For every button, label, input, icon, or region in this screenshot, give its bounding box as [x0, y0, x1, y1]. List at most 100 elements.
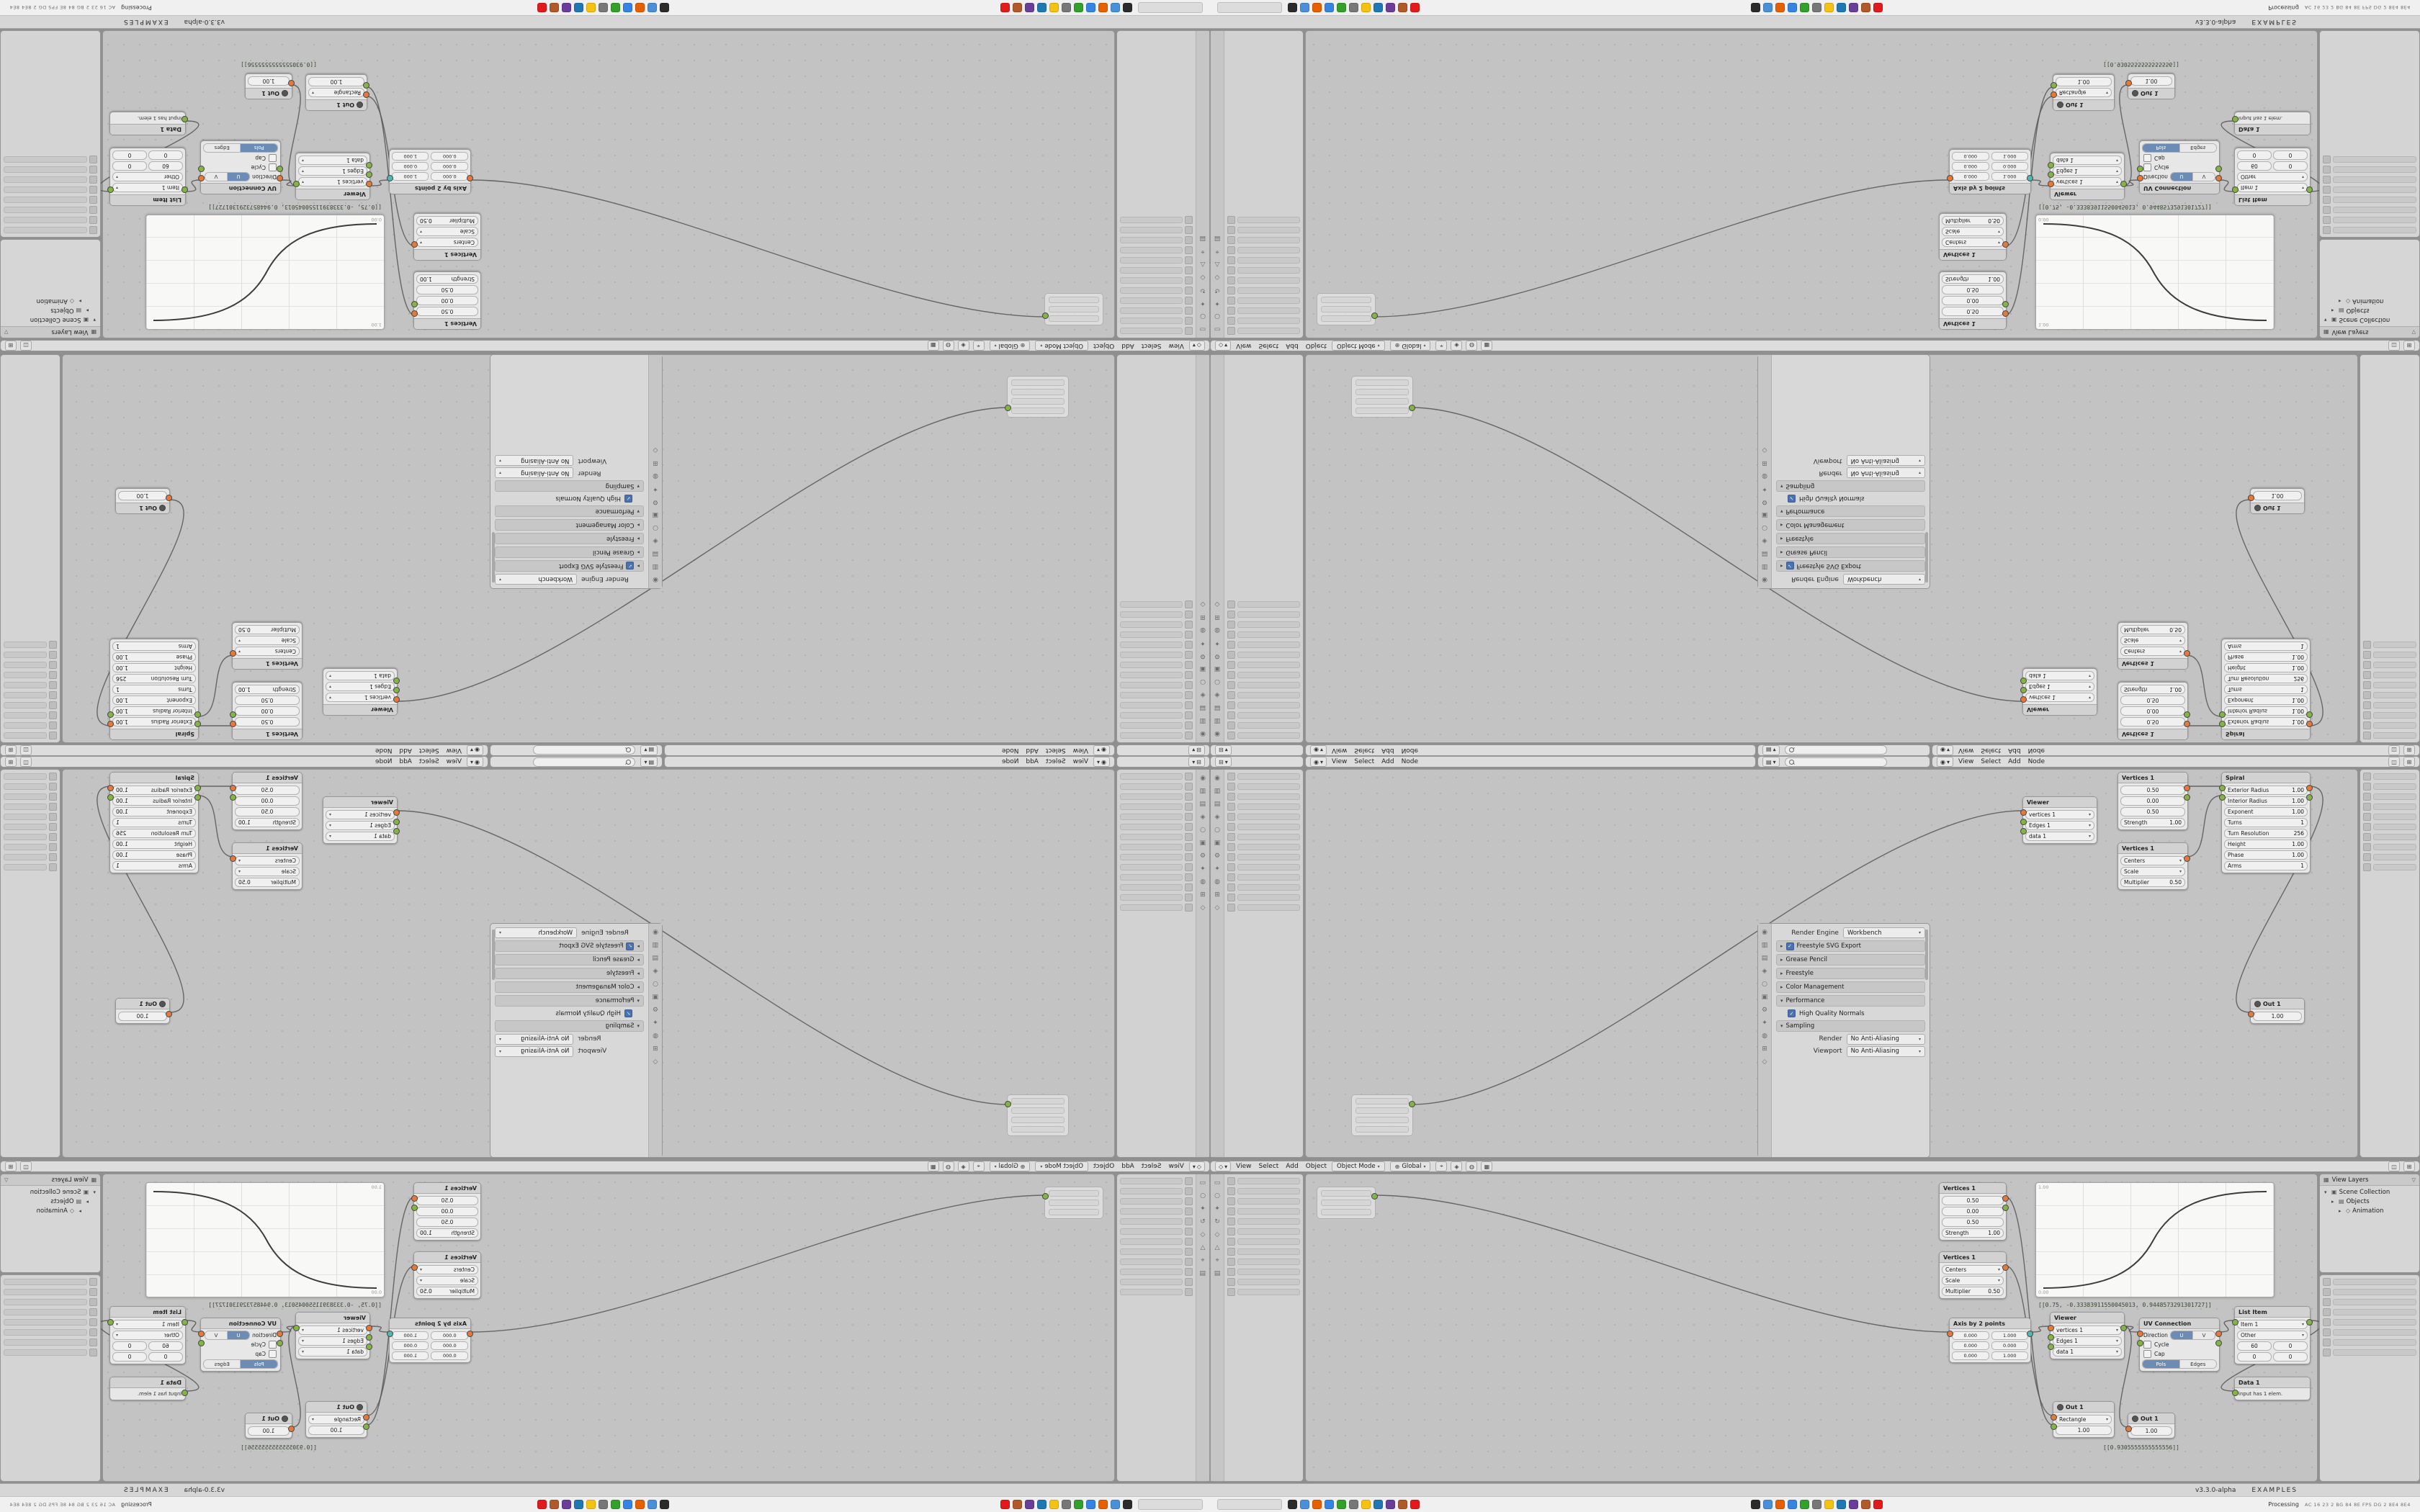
editor-type-button[interactable]: ◉▾ [467, 757, 483, 767]
vector-field[interactable]: 1.000 [392, 152, 429, 161]
outliner-mode-label[interactable]: View Layers [2331, 1176, 2369, 1184]
number-field[interactable]: 0 [112, 161, 147, 171]
node-editor-icon[interactable]: ◉ [1101, 747, 1106, 754]
number-field[interactable]: 1.00 [2056, 1426, 2112, 1435]
taskbar-app-icon-browser[interactable] [635, 1500, 645, 1509]
toggle-pols[interactable]: Pols [240, 1360, 277, 1368]
disclosure-arrow-icon[interactable]: ▸ [79, 1207, 81, 1214]
node-toggle-icon[interactable] [2254, 505, 2261, 512]
node-toggle-icon[interactable] [2057, 102, 2063, 109]
editor-type-button[interactable]: ◇▾ [1215, 1161, 1232, 1171]
outliner-row-scene-collection[interactable]: ▾▣Scene Collection [1, 315, 100, 325]
editor-type-button[interactable]: ◇▾ [1188, 341, 1205, 351]
checkbox-row-cycle[interactable]: Cycle [203, 1341, 278, 1349]
tab-particles[interactable]: ✦ [653, 1020, 658, 1027]
tab-scene[interactable]: ◈ [1200, 691, 1206, 698]
vector-field[interactable]: 1.000 [392, 172, 429, 181]
panel-row[interactable] [1120, 681, 1193, 689]
pivot-point-icon[interactable]: ⌖ [972, 341, 985, 351]
input-socket[interactable] [166, 495, 172, 501]
taskbar-app-icon-editor[interactable] [1049, 3, 1059, 12]
props-panel-color-management[interactable]: ▸Color Management [495, 981, 644, 993]
menu-select[interactable]: Select [418, 747, 439, 754]
enum-field-other[interactable]: Other▾ [112, 172, 183, 181]
menu-add[interactable]: Add [399, 758, 412, 765]
search-input[interactable] [533, 757, 636, 767]
panel-row[interactable] [1120, 631, 1193, 639]
panel-row[interactable] [4, 186, 97, 194]
panel-row[interactable] [1227, 671, 1300, 679]
tool-move-icon[interactable]: ✦ [1200, 1205, 1206, 1212]
taskbar-app-icon-mail[interactable] [1325, 1500, 1334, 1509]
output-socket[interactable] [2184, 794, 2190, 801]
menu-node[interactable]: Node [2027, 758, 2045, 765]
field-dropdown[interactable]: No Anti-Aliasing▾ [495, 467, 574, 479]
tab-constraints[interactable]: ⊞ [1200, 613, 1206, 621]
panel-row[interactable] [4, 1298, 97, 1306]
input-socket[interactable] [2232, 1390, 2238, 1396]
taskbar-app-icon-browser[interactable] [1312, 3, 1322, 12]
number-field[interactable]: 0 [112, 1341, 147, 1351]
input-socket[interactable] [194, 721, 201, 727]
enum-field-other[interactable]: Other▾ [2237, 1331, 2308, 1340]
output-socket[interactable] [230, 855, 236, 862]
tab-view-layer[interactable]: ▤ [1214, 801, 1221, 808]
panel-row[interactable] [1120, 266, 1193, 274]
panel-row[interactable] [2323, 1328, 2416, 1336]
tab-particles[interactable]: ✦ [1200, 639, 1206, 647]
panel-row[interactable] [1120, 287, 1193, 294]
tool-rotate-icon[interactable]: ↻ [1214, 1218, 1220, 1225]
menu-view[interactable]: View [446, 747, 462, 754]
panel-row[interactable] [1120, 863, 1193, 871]
props-panel-sampling[interactable]: ▾Sampling [495, 1020, 644, 1032]
vector-field[interactable]: 0.000 [1952, 152, 1989, 161]
output-socket[interactable] [1409, 1101, 1415, 1107]
panel-row[interactable] [4, 863, 57, 871]
panel-row[interactable] [1227, 701, 1300, 709]
node-header[interactable]: Spiral [110, 729, 198, 739]
panel-row[interactable] [1227, 236, 1300, 244]
viewport-shading-icon[interactable]: ◫ [20, 341, 32, 351]
output-socket[interactable] [230, 721, 236, 727]
editor-type-button[interactable]: ◉▾ [1937, 745, 1953, 755]
number-field[interactable]: 1.00 [2253, 1012, 2302, 1021]
output-socket[interactable] [2306, 794, 2313, 801]
number-field[interactable]: 0 [2273, 150, 2308, 160]
node-toggle-icon[interactable] [282, 1415, 288, 1422]
tab-object[interactable]: ▣ [652, 511, 659, 518]
enum-field-vertices-1[interactable]: vertices 1▾ [326, 693, 395, 702]
panel-row[interactable] [1227, 711, 1300, 719]
props-panel-color-management[interactable]: ▸Color Management [495, 519, 644, 531]
panel-row[interactable] [1227, 1288, 1300, 1296]
node-header[interactable]: Axis by 2 points [1950, 183, 2030, 194]
taskbar-app-icon-editor[interactable] [1361, 3, 1371, 12]
taskbar-app-icon-browser[interactable] [1312, 1500, 1322, 1509]
menu-object[interactable]: Object [1093, 1163, 1115, 1170]
enum-field-centers[interactable]: Centers▾ [1942, 238, 2004, 247]
taskbar-app-icon-browser[interactable] [1098, 1500, 1108, 1509]
tab-scene[interactable]: ◈ [1200, 814, 1206, 821]
tab-particles[interactable]: ✦ [653, 485, 658, 492]
node-header[interactable]: Out 1 [2251, 999, 2304, 1009]
props-panel-freestyle-svg-export[interactable]: ▸✓Freestyle SVG Export [1776, 560, 1925, 572]
tab-data[interactable]: ◇ [1200, 600, 1206, 608]
output-socket[interactable] [107, 186, 114, 193]
panel-row[interactable] [1120, 671, 1193, 679]
output-socket[interactable] [107, 721, 114, 727]
checkbox[interactable]: ✓ [1788, 495, 1796, 503]
menu-view[interactable]: View [446, 758, 462, 765]
node-header[interactable]: Vertices 1 [233, 843, 302, 854]
tab-constraints[interactable]: ⊞ [1214, 613, 1220, 621]
input-socket[interactable] [363, 91, 369, 98]
menu-object[interactable]: Object [1305, 342, 1327, 349]
tab-constraints[interactable]: ⊞ [1762, 459, 1767, 467]
node-editor-icon[interactable]: ◉ [1940, 747, 1945, 754]
checkbox[interactable]: ✓ [1785, 942, 1794, 950]
